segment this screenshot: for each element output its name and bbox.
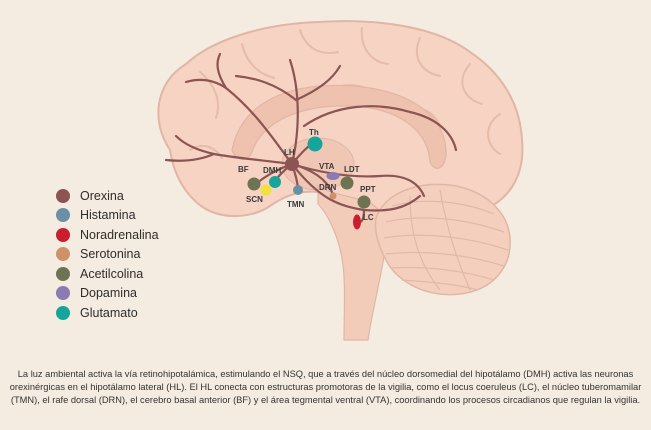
legend-label: Orexina [80,189,124,203]
legend-label: Histamina [80,208,136,222]
legend-swatch [56,286,70,300]
legend-swatch [56,228,70,242]
node-drn [330,193,337,200]
node-th [308,137,323,152]
legend: Orexina Histamina Noradrenalina Serotoni… [56,186,159,323]
legend-swatch [56,306,70,320]
label-lc: LC [363,213,374,222]
legend-swatch [56,208,70,222]
node-bf [248,178,261,191]
legend-label: Serotonina [80,247,140,261]
legend-item-noradrenalina: Noradrenalina [56,225,159,245]
legend-label: Noradrenalina [80,228,159,242]
label-vta: VTA [319,162,335,171]
cerebellum [375,184,510,294]
label-th: Th [309,128,319,137]
label-scn: SCN [246,195,263,204]
legend-item-acetilcolina: Acetilcolina [56,264,159,284]
node-lc [353,215,361,230]
node-tmn [293,185,303,195]
legend-item-dopamina: Dopamina [56,284,159,304]
legend-swatch [56,247,70,261]
label-ldt: LDT [344,165,360,174]
legend-item-glutamato: Glutamato [56,303,159,323]
node-dmh [269,176,281,188]
legend-swatch [56,267,70,281]
figure-caption: La luz ambiental activa la vía retinohip… [6,368,645,407]
label-lh: LH [284,148,295,157]
legend-item-serotonina: Serotonina [56,245,159,265]
node-ldt [341,177,354,190]
label-tmn: TMN [287,200,305,209]
label-bf: BF [238,165,249,174]
label-drn: DRN [319,183,337,192]
node-lh [285,157,299,171]
legend-item-orexina: Orexina [56,186,159,206]
legend-item-histamina: Histamina [56,206,159,226]
legend-swatch [56,189,70,203]
node-vta [327,172,340,180]
node-ppt [358,196,371,209]
legend-label: Glutamato [80,306,138,320]
legend-label: Dopamina [80,286,137,300]
legend-label: Acetilcolina [80,267,143,281]
node-scn [261,185,272,196]
brainstem [318,186,386,340]
label-dmh: DMH [263,166,281,175]
label-ppt: PPT [360,185,376,194]
